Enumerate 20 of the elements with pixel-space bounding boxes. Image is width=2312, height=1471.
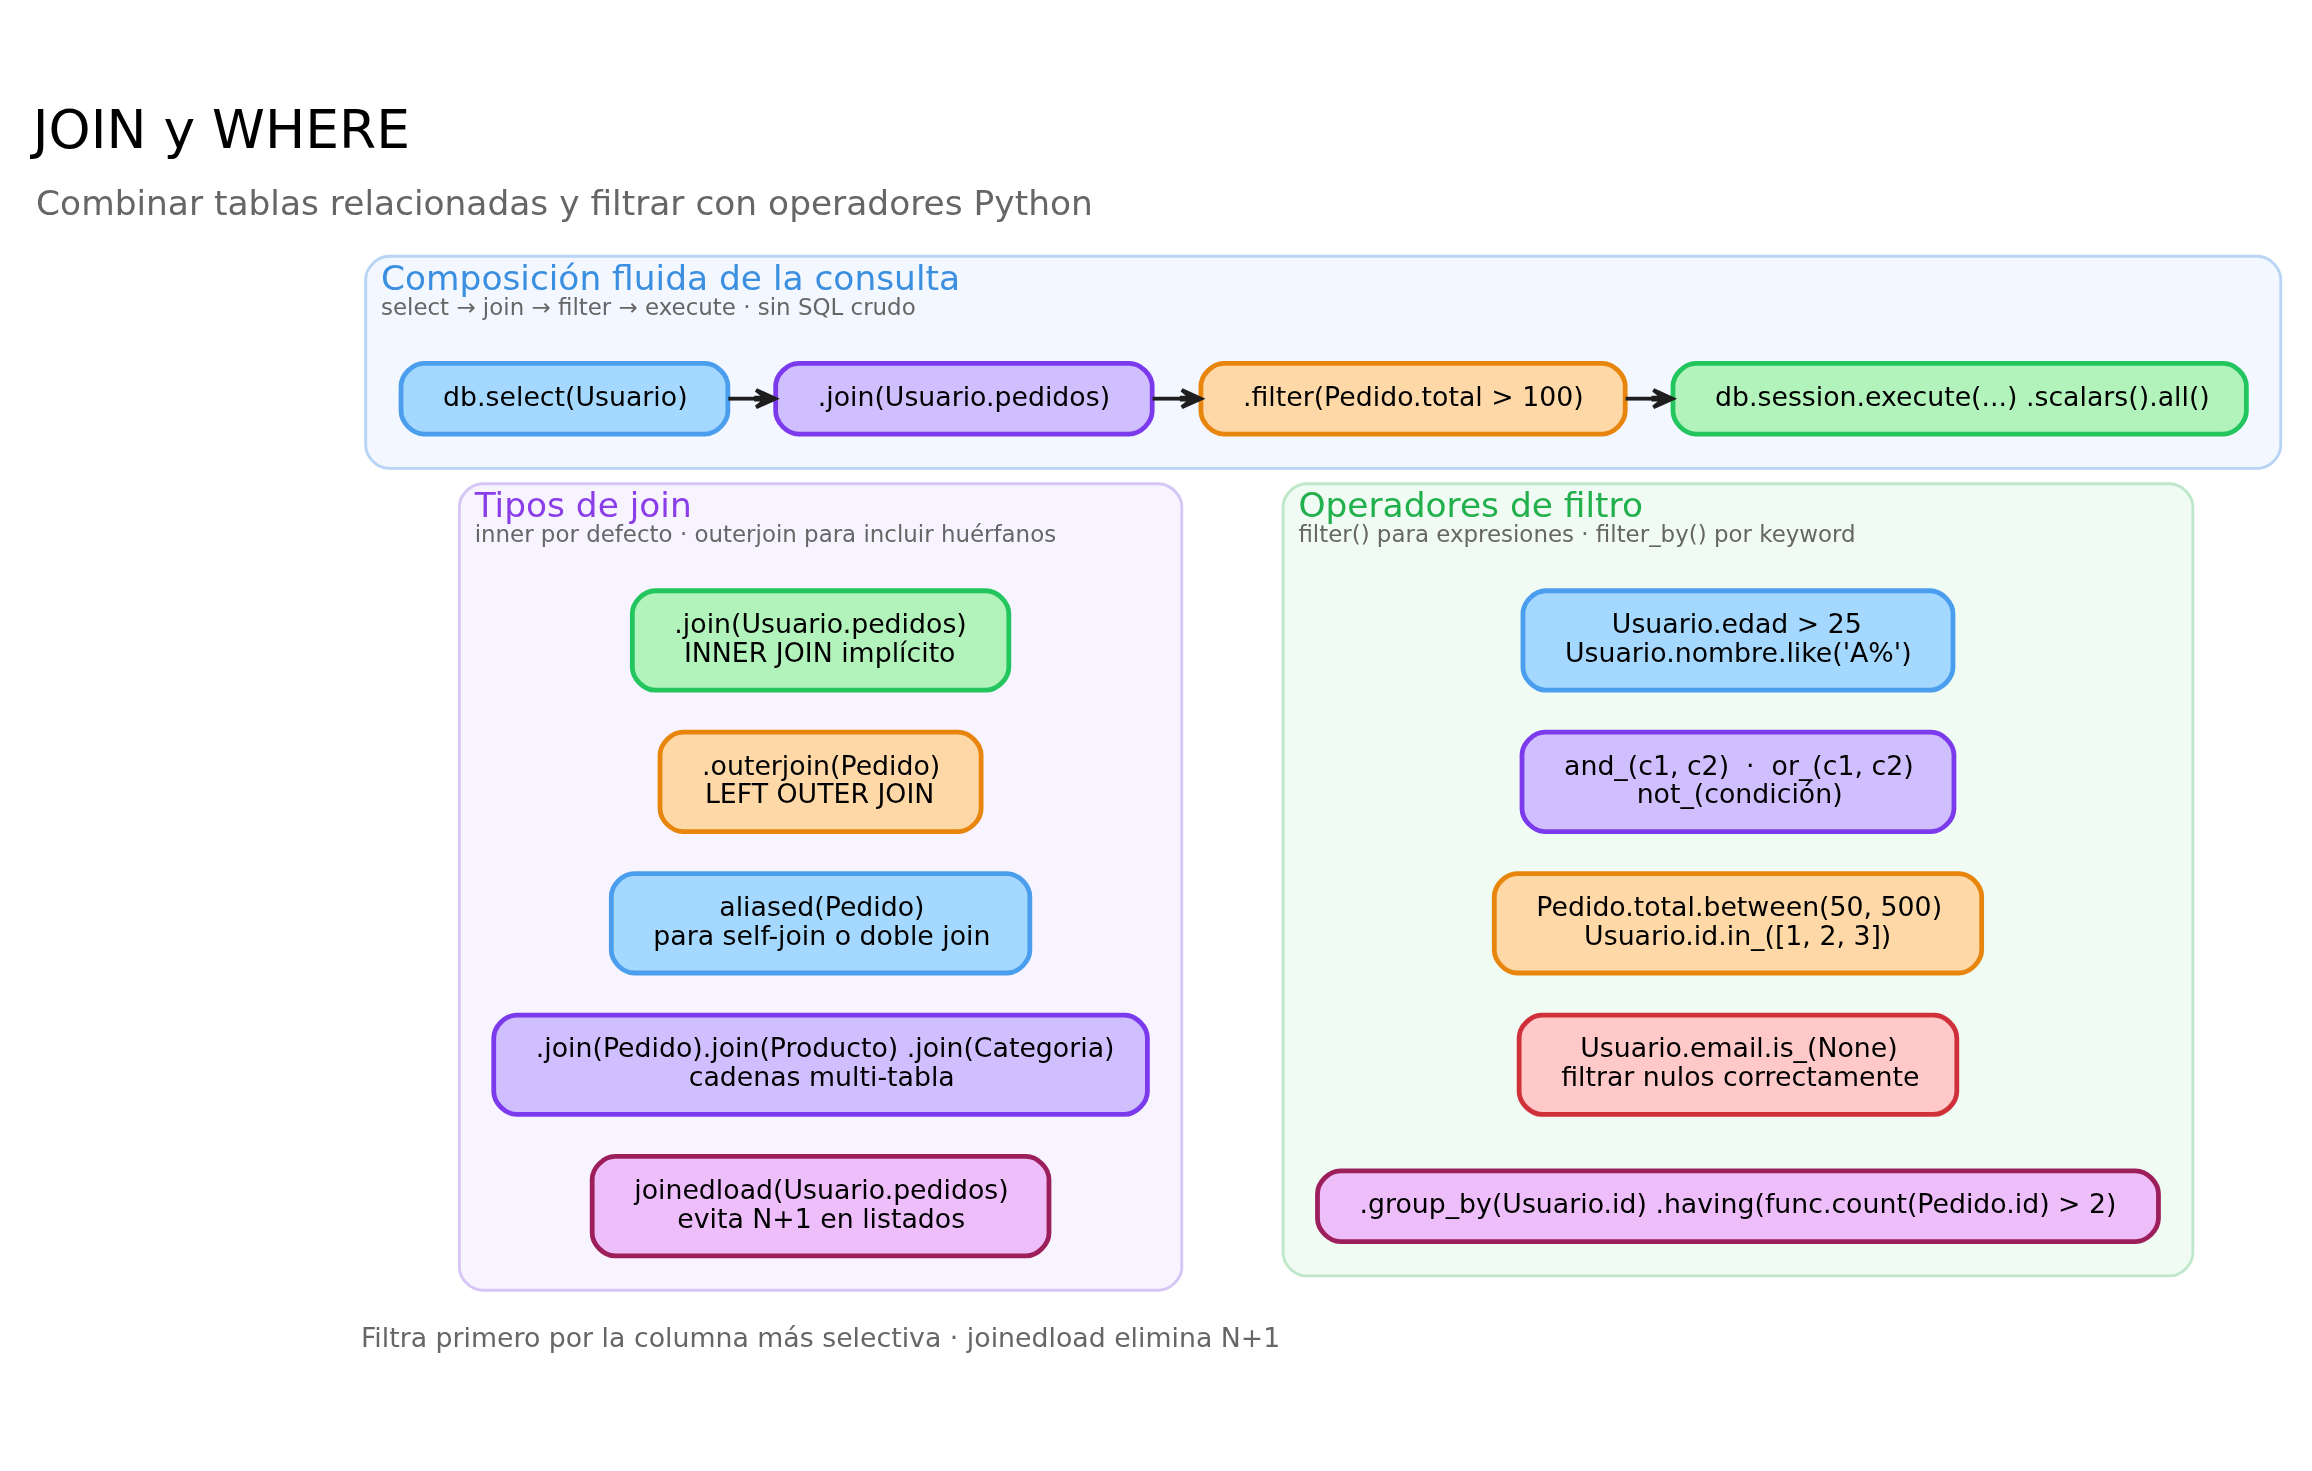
node-box: Usuario.edad > 25 Usuario.nombre.like('A%') — [1520, 587, 1956, 692]
node-box: db.select(Usuario) — [398, 360, 731, 436]
arrow — [728, 387, 778, 409]
diagram-title: JOIN y WHERE — [32, 97, 411, 161]
node-box: Pedido.total.between(50, 500) Usuario.id.in_([1, 2, 3]) — [1491, 870, 1985, 975]
node-box: .outerjoin(Pedido) LEFT OUTER JOIN — [657, 729, 984, 834]
node-box: .join(Usuario.pedidos) INNER JOIN implícito — [629, 587, 1012, 692]
label: Combinar tablas relacionadas y filtrar con operadores Python — [36, 182, 1093, 223]
node-box: .join(Usuario.pedidos) — [773, 360, 1155, 436]
caption: Filtra primero por la columna más selectiva · joinedload elimina N+1 — [360, 1321, 1281, 1353]
node-box: joinedload(Usuario.pedidos) evita N+1 en listados — [589, 1153, 1052, 1258]
node-box: .filter(Pedido.total > 100) — [1198, 360, 1628, 436]
node-box: .group_by(Usuario.id) .having(func.count(Pedido.id) > 2) — [1315, 1167, 2161, 1244]
node-box: Usuario.email.is_(None) filtrar nulos correctamente — [1516, 1012, 1960, 1117]
node-box: and_(c1, c2) · or_(c1, c2) not_(condición) — [1519, 729, 1957, 834]
arrow — [1152, 387, 1203, 409]
node-box: db.session.execute(...) .scalars().all() — [1670, 360, 2249, 436]
node-box: .join(Pedido).join(Producto) .join(Categoria) cadenas multi-tabla — [491, 1012, 1150, 1117]
arrow — [1625, 387, 1675, 409]
node-box: aliased(Pedido) para self-join o doble join — [608, 870, 1033, 975]
